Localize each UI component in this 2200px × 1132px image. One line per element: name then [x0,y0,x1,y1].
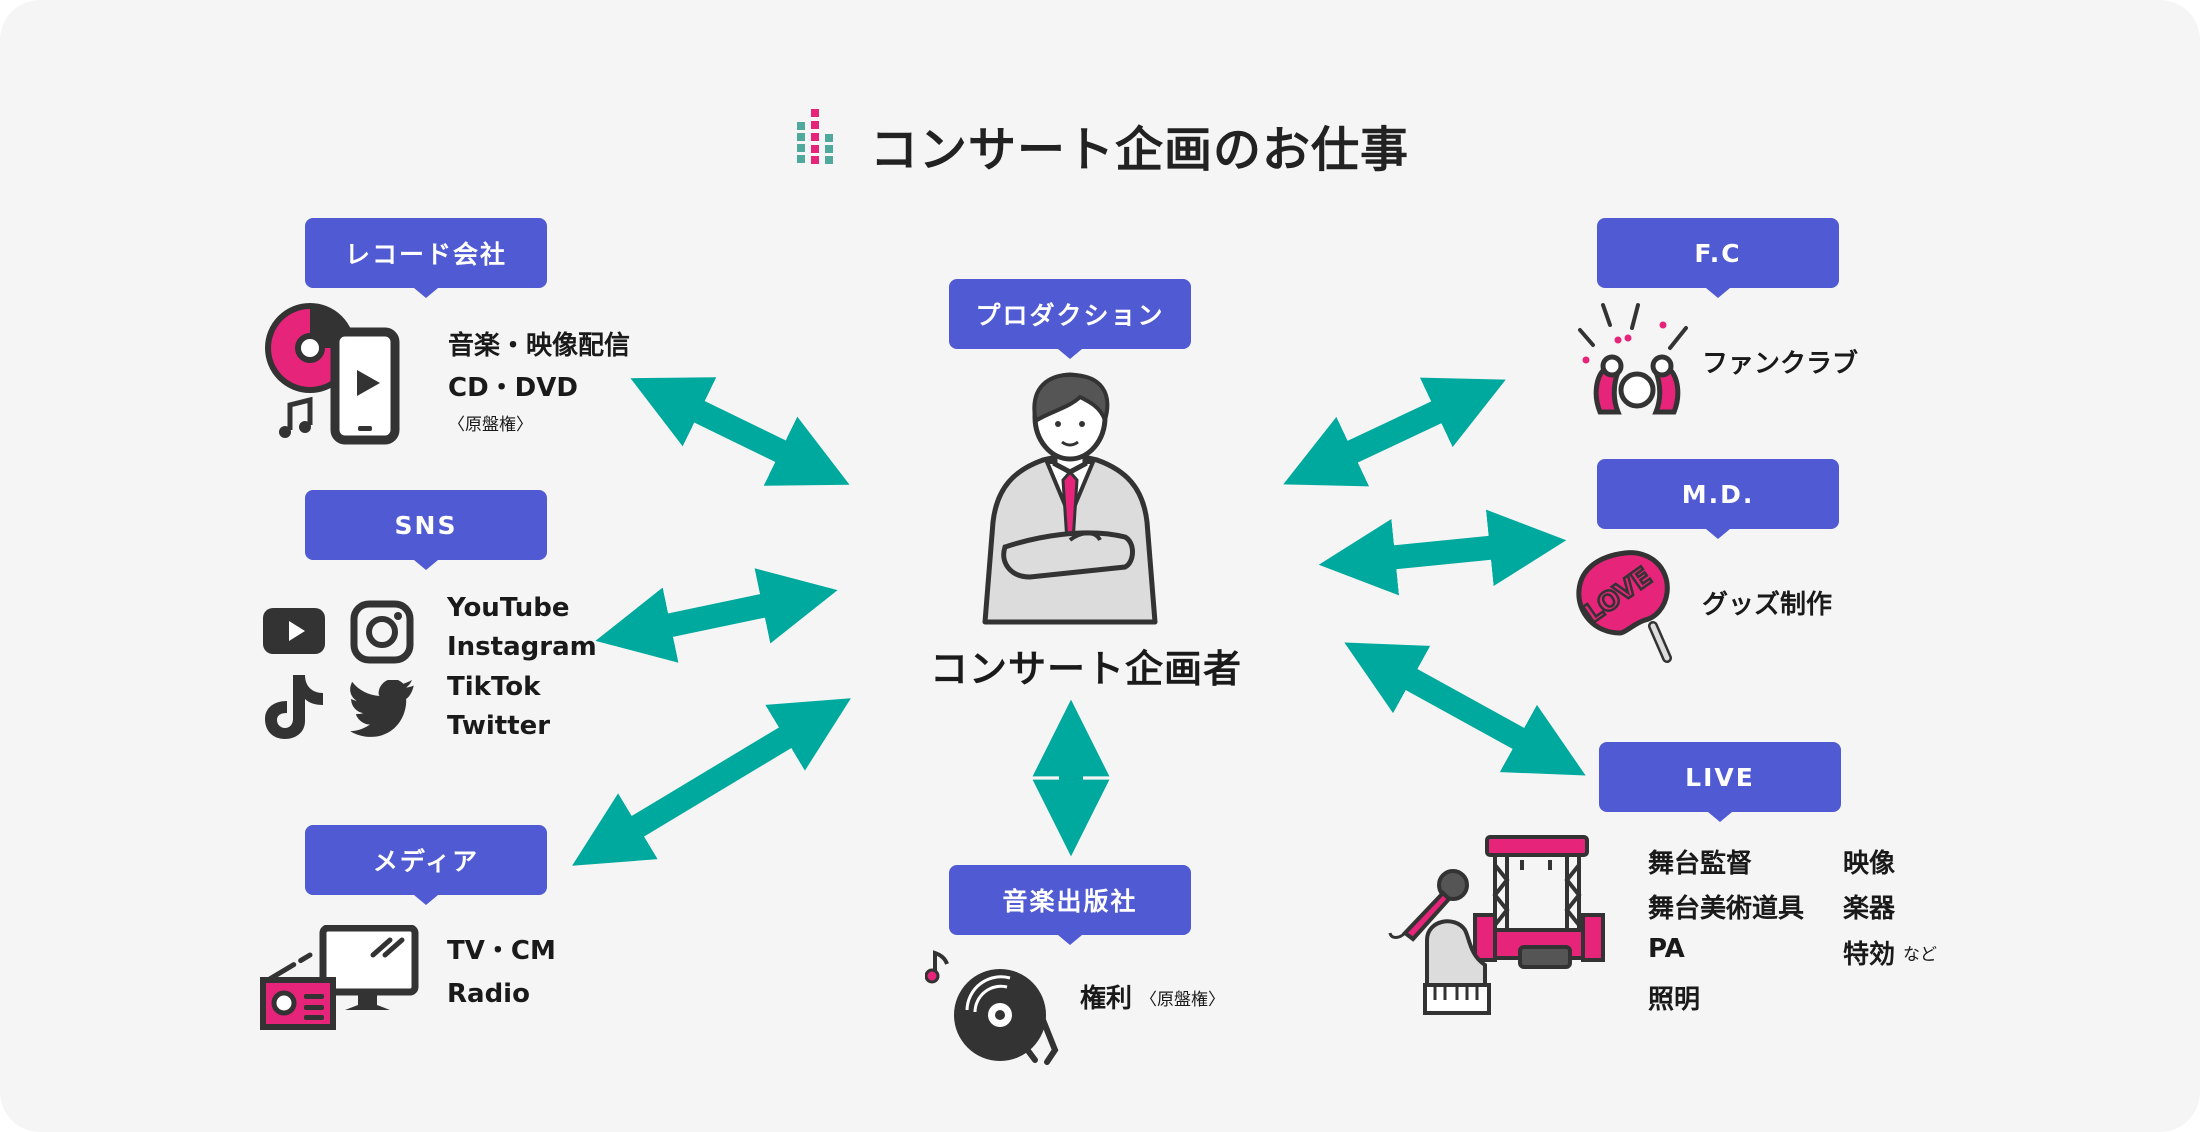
publisher-rights: 権利 [1080,984,1133,1014]
equalizer-icon [797,109,833,164]
tv-radio-icon [260,925,419,1030]
cheering-fan-icon [1578,303,1688,415]
label-fan-club: F.C [1597,218,1839,298]
live-etc-suffix: など [1903,945,1937,965]
md-goods-text: グッズ制作 [1702,590,1833,620]
youtube-icon [263,608,325,654]
sns-twitter: Twitter [447,711,551,741]
sns-tiktok: TikTok [447,672,541,702]
record-line-2: CD・DVD [448,373,578,403]
live-item-stage-art: 舞台美術道具 [1648,894,1805,924]
record-disc-hand-icon [925,950,1059,1065]
label-merchandise: M.D. [1597,459,1839,539]
live-item-pa: PA [1648,934,1685,964]
stage-mic-piano-icon [1388,835,1605,1015]
twitter-icon [350,680,414,737]
arrow-sns [595,568,838,663]
arrow-media [572,698,851,866]
live-item-stage-manager: 舞台監督 [1648,849,1753,879]
record-line-1: 音楽・映像配信 [448,331,631,361]
label-live: LIVE [1599,742,1841,822]
record-note: 〈原盤権〉 [448,415,533,435]
arrow-live [1344,642,1586,776]
cd-smartphone-icon [265,303,400,445]
instagram-icon [350,600,414,664]
label-record-company: レコード会社 [305,218,547,298]
label-music-publisher: 音楽出版社 [949,865,1191,945]
arrow-md [1318,509,1567,596]
live-item-video: 映像 [1843,849,1896,879]
tiktok-icon [265,675,323,739]
label-media: メディア [305,825,547,905]
label-production: プロダクション [949,279,1191,359]
planner-person-illustration [982,372,1158,625]
arrow-fc [1283,377,1506,487]
arrow-record [630,377,850,486]
live-item-instruments: 楽器 [1843,894,1896,924]
center-role-name: コンサート企画者 [930,647,1243,691]
media-tv-cm: TV・CM [447,936,556,966]
live-item-special-effects: 特効 [1843,940,1896,970]
media-radio: Radio [447,979,530,1009]
love-fan-goods-icon: LOVE [1576,550,1672,663]
live-item-lighting: 照明 [1648,985,1701,1015]
sns-youtube: YouTube [447,593,570,623]
publisher-note: 〈原盤権〉 [1140,990,1225,1010]
label-sns: SNS [305,490,547,570]
fc-fan-club-text: ファンクラブ [1702,349,1859,379]
sns-instagram: Instagram [447,632,597,662]
page-title: コンサート企画のお仕事 [870,122,1410,178]
